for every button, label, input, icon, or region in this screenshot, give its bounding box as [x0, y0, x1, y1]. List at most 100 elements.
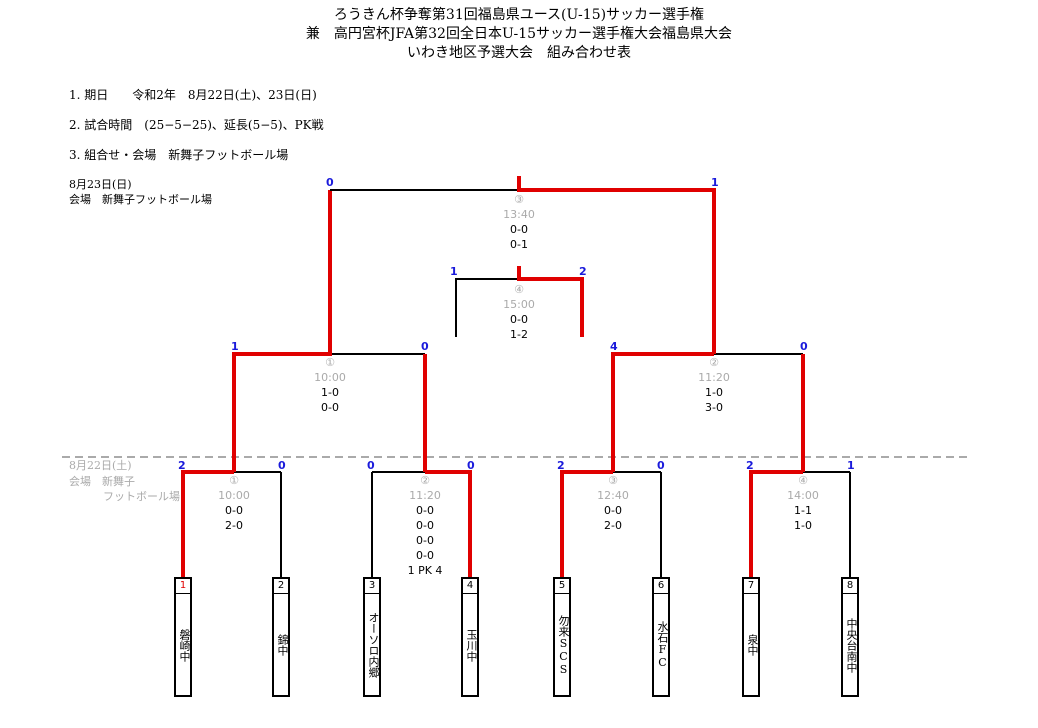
- team-number: 1: [176, 579, 190, 594]
- match-time: 11:20: [698, 371, 730, 384]
- team-box-8: 8 中央台南中: [841, 577, 859, 697]
- win-line: [181, 470, 234, 577]
- match-result: 0-1: [510, 238, 528, 251]
- match-result: 0-0: [416, 549, 434, 562]
- match-result: 1-1: [794, 504, 812, 517]
- score-r1m3-right: 0: [657, 459, 665, 472]
- team-name: 泉中: [746, 634, 759, 656]
- match-result: 2-0: [604, 519, 622, 532]
- team-number: 5: [555, 579, 569, 594]
- semi-right: [611, 352, 805, 472]
- round1-match-4: [749, 470, 851, 577]
- match-time: 10:00: [314, 371, 346, 384]
- team-box-3: 3 オーソロ内郷: [363, 577, 381, 697]
- team-name: 玉川中: [465, 628, 478, 662]
- info-match-time: 2. 試合時間 (25−5−25)、延長(5−5)、PK戦: [69, 118, 324, 132]
- team-number: 7: [744, 579, 758, 594]
- match-number: ③: [608, 474, 618, 487]
- match-time: 11:20: [409, 489, 441, 502]
- score-r1m2-left: 0: [367, 459, 375, 472]
- score-semi2-left: 4: [610, 340, 618, 353]
- match-result: 0-0: [416, 534, 434, 547]
- match-result: 0-0: [416, 519, 434, 532]
- team-box-5: 5 勿来SCS: [553, 577, 571, 697]
- win-line: [232, 190, 332, 472]
- match-time: 15:00: [503, 298, 535, 311]
- score-semi1-left: 1: [231, 340, 239, 353]
- title-line-1: ろうきん杯争奪第31回福島県ユース(U-15)サッカー選手権: [333, 7, 705, 23]
- match-time: 12:40: [597, 489, 629, 502]
- score-final-left: 0: [326, 176, 334, 189]
- match-result: 0-0: [416, 504, 434, 517]
- round1-match-3: [560, 470, 662, 577]
- score-r1m4-right: 1: [847, 459, 855, 472]
- info-date: 1. 期日 令和2年 8月22日(土)、23日(日): [69, 88, 317, 102]
- score-semi1-right: 0: [421, 340, 429, 353]
- day2-venue: 会場 新舞子フットボール場: [69, 193, 212, 206]
- match-number: ②: [420, 474, 430, 487]
- score-r1m1-right: 0: [278, 459, 286, 472]
- team-name: 磐崎中: [178, 628, 191, 662]
- match-result: 1-0: [321, 386, 339, 399]
- round1-match-2: [371, 470, 472, 577]
- match-number: ②: [709, 356, 719, 369]
- match-number: ①: [229, 474, 239, 487]
- day1-venue-2: フットボール場: [103, 490, 180, 503]
- match-result: 0-0: [225, 504, 243, 517]
- line: [455, 278, 519, 337]
- team-number: 2: [274, 579, 288, 594]
- match-result: 1-2: [510, 328, 528, 341]
- score-r1m4-left: 2: [746, 459, 754, 472]
- match-number: ③: [514, 193, 524, 206]
- team-number: 3: [365, 579, 379, 594]
- win-line: [560, 470, 613, 577]
- team-box-1: 1 磐崎中: [174, 577, 192, 697]
- match-result-pk: 1 PK 4: [408, 564, 443, 577]
- team-name: オーソロ内郷: [367, 612, 380, 678]
- day1-date: 8月22日(土): [69, 459, 132, 472]
- score-third-left: 1: [450, 265, 458, 278]
- title-line-3: いわき地区予選大会 組み合わせ表: [407, 45, 631, 61]
- match-time: 13:40: [503, 208, 535, 221]
- team-box-4: 4 玉川中: [461, 577, 479, 697]
- score-r1m1-left: 2: [178, 459, 186, 472]
- round1-match-1: [181, 470, 282, 577]
- win-line: [517, 266, 584, 337]
- team-number: 8: [843, 579, 857, 594]
- score-r1m3-left: 2: [557, 459, 565, 472]
- final-match: [330, 176, 716, 354]
- win-line: [611, 352, 714, 472]
- score-semi2-right: 0: [800, 340, 808, 353]
- score-r1m2-right: 0: [467, 459, 475, 472]
- match-result: 0-0: [321, 401, 339, 414]
- match-result: 3-0: [705, 401, 723, 414]
- match-result: 0-0: [510, 313, 528, 326]
- day1-venue-1: 会場 新舞子: [69, 475, 135, 488]
- match-number: ①: [325, 356, 335, 369]
- match-result: 2-0: [225, 519, 243, 532]
- match-number: ④: [514, 283, 524, 296]
- win-line: [517, 176, 716, 354]
- team-name: 錦中: [276, 634, 289, 656]
- match-time: 10:00: [218, 489, 250, 502]
- win-line: [749, 470, 803, 577]
- match-number: ④: [798, 474, 808, 487]
- team-name: 中央台南中: [845, 617, 858, 673]
- title-line-2: 兼 高円宮杯JFA第32回全日本U-15サッカー選手権大会福島県大会: [305, 26, 733, 42]
- match-result: 0-0: [604, 504, 622, 517]
- team-name: 勿来SCS: [557, 614, 570, 676]
- match-result: 1-0: [705, 386, 723, 399]
- team-box-7: 7 泉中: [742, 577, 760, 697]
- third-place-match: [455, 266, 584, 337]
- match-result: 0-0: [510, 223, 528, 236]
- semi-left: [232, 190, 427, 472]
- score-final-right: 1: [711, 176, 719, 189]
- score-third-right: 2: [579, 265, 587, 278]
- win-line: [425, 470, 472, 577]
- team-box-6: 6 水石FC: [652, 577, 670, 697]
- team-number: 6: [654, 579, 668, 594]
- day2-date: 8月23日(日): [69, 178, 132, 191]
- info-venue: 3. 組合せ・会場 新舞子フットボール場: [69, 148, 289, 162]
- team-name: 水石FC: [656, 621, 669, 669]
